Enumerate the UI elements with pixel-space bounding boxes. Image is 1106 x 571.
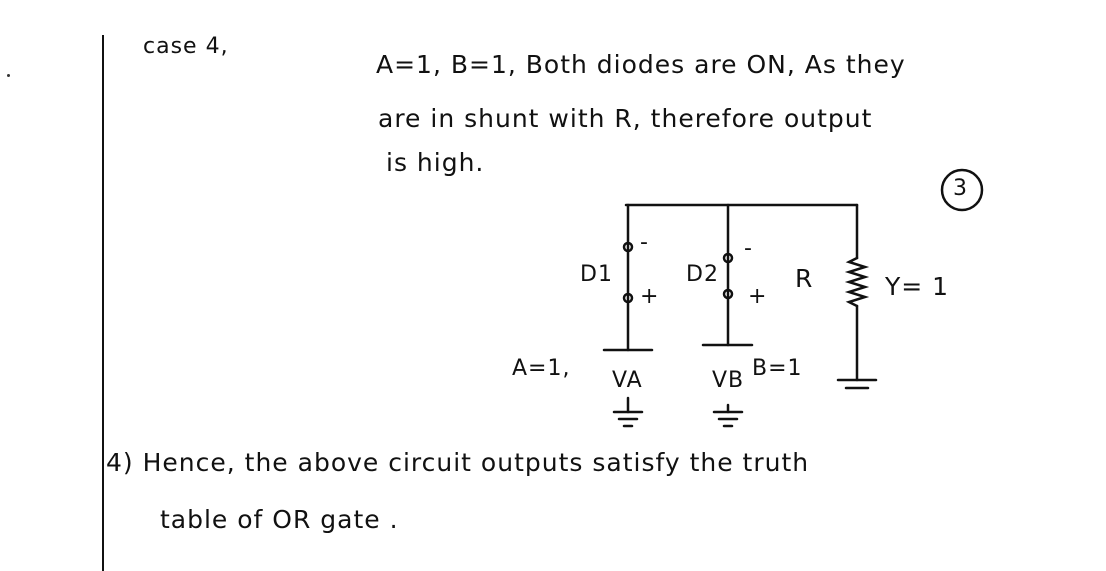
d1-terminal-bottom — [622, 292, 634, 304]
margin-line — [102, 35, 104, 571]
stray-dot — [7, 74, 10, 77]
vb-label: VB — [712, 368, 745, 393]
input-b-label: B=1 — [752, 356, 803, 381]
mark-number: 3 — [953, 176, 968, 201]
resistor-label: R — [795, 264, 814, 293]
paragraph-line-2: are in shunt with R, therefore output — [378, 104, 873, 133]
conclusion-line-1: 4) Hence, the above circuit outputs sati… — [106, 448, 810, 477]
output-label: Y= 1 — [885, 272, 950, 301]
d1-label: D1 — [580, 262, 613, 287]
paragraph-line-1: A=1, B=1, Both diodes are ON, As they — [376, 50, 906, 79]
d2-terminal-top — [722, 252, 734, 264]
input-a-label: A=1, — [512, 356, 571, 381]
d2-plus: + — [748, 284, 768, 309]
resistor — [844, 256, 870, 308]
conclusion-line-2: table of OR gate . — [160, 505, 399, 534]
d2-terminal-bottom — [722, 288, 734, 300]
d1-terminal-top — [622, 241, 634, 253]
d1-minus: - — [640, 230, 649, 255]
d1-plus: + — [640, 284, 660, 309]
paragraph-line-3: is high. — [386, 148, 485, 177]
mark-circle — [940, 168, 984, 212]
va-label: VA — [612, 368, 643, 393]
case-label: case 4, — [143, 34, 229, 59]
d2-minus: - — [744, 236, 753, 261]
d2-label: D2 — [686, 262, 719, 287]
